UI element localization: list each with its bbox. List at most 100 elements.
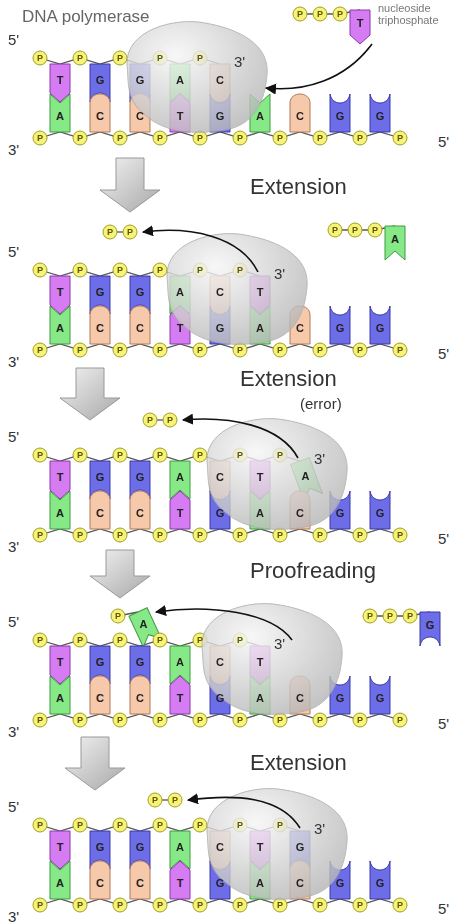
phosphate-circle [273,528,287,542]
step-arrow [65,737,125,790]
base-shape [290,94,310,132]
base-letter: C [96,508,104,519]
phosphate-circle [33,448,47,462]
nucleotide-base [90,94,110,132]
phosphate-circle [313,898,327,912]
base-letter: G [96,472,105,483]
phosphate-label: P [117,636,123,645]
phosphate-circle [393,898,407,912]
base-letter: C [296,693,304,704]
phosphate-label: P [197,134,203,143]
polymerase-blob [167,234,307,345]
nucleotide-base [370,306,390,344]
phosphate-label: P [117,716,123,725]
phosphate-label: P [357,346,363,355]
polymerase-blob [127,22,267,133]
phosphate-circle [393,131,407,145]
phosphate-label: P [157,266,163,275]
phosphate-label: P [337,10,343,19]
base-letter: A [256,323,264,334]
nucleotide-base [370,94,390,132]
phosphate-label: P [37,451,43,460]
nucleotide-base [170,491,190,529]
strand-end: 5' [438,134,449,149]
phosphate-circle [193,898,207,912]
phosphate-label: P [317,716,323,725]
base-letter: A [256,508,264,519]
phosphate-label: P [77,346,83,355]
phosphate-circle [313,131,327,145]
base-letter: C [96,878,104,889]
base-letter: C [136,111,144,122]
phosphate-label: P [357,716,363,725]
base-letter: A [56,111,64,122]
base-letter: G [296,842,305,853]
base-letter: C [216,842,224,853]
phosphate-label: P [77,821,83,830]
step-arrows [60,158,160,790]
base-shape [330,306,350,344]
phosphate-circle [273,343,287,357]
phosphate-label: P [397,346,403,355]
phosphate-label: P [157,134,163,143]
strand-end: 5' [438,531,449,546]
phosphate-circle [73,713,87,727]
base-letter: G [136,657,145,668]
phosphate-label: P [77,451,83,460]
phosphate-label: P [237,451,243,460]
phosphate-circle [353,131,367,145]
base-shape [50,861,70,899]
phosphate-circle [393,343,407,357]
phosphate-label: P [237,346,243,355]
phosphate-circle [233,713,247,727]
phosphate-label: P [277,901,283,910]
phosphate-label: P [127,228,133,237]
phosphate-circle [353,713,367,727]
phosphate-label: P [317,134,323,143]
motion-arrow [156,609,292,640]
phosphate-circle [313,343,327,357]
strand-end: 3' [274,266,285,281]
phosphate-circle [168,793,182,807]
motion-arrow [188,797,300,828]
phosphate-label: P [197,531,203,540]
phosphate-circle [313,713,327,727]
base-shape [130,306,150,344]
phosphate-circle [153,633,167,647]
phosphate-label: P [397,531,403,540]
note-label: nucleoside triphosphate [378,2,458,26]
base-shape [385,226,405,260]
phosphate-label: P [237,821,243,830]
phosphate-label: P [117,266,123,275]
step-label: Extension [240,368,337,390]
base-letter: A [56,693,64,704]
strand-end: 5' [8,429,19,444]
phosphate-label: P [117,901,123,910]
phosphate-label: P [77,531,83,540]
phosphate-circle [123,225,137,239]
phosphate-label: P [152,796,158,805]
backbone-line [40,714,400,720]
phosphate-label: P [117,346,123,355]
strand-end: 3' [8,354,19,369]
phosphate-circle [113,448,127,462]
phosphate-label: P [237,636,243,645]
strand-end: 5' [438,346,449,361]
base-letter: G [216,323,225,334]
phosphate-circle [193,448,207,462]
backbone-line [40,529,400,535]
phosphate-circle [153,898,167,912]
base-letter: A [140,618,148,629]
base-letter: G [216,508,225,519]
nucleotide-base [290,94,310,132]
base-letter: G [336,693,345,704]
strand-end: 3' [314,821,325,836]
strand-end: 3' [234,54,245,69]
phosphate-circle [193,713,207,727]
base-letter: C [296,323,304,334]
phosphate-circle [193,131,207,145]
base-letter: A [56,508,64,519]
nucleotide-base [50,491,70,529]
base-letter: G [376,323,385,334]
